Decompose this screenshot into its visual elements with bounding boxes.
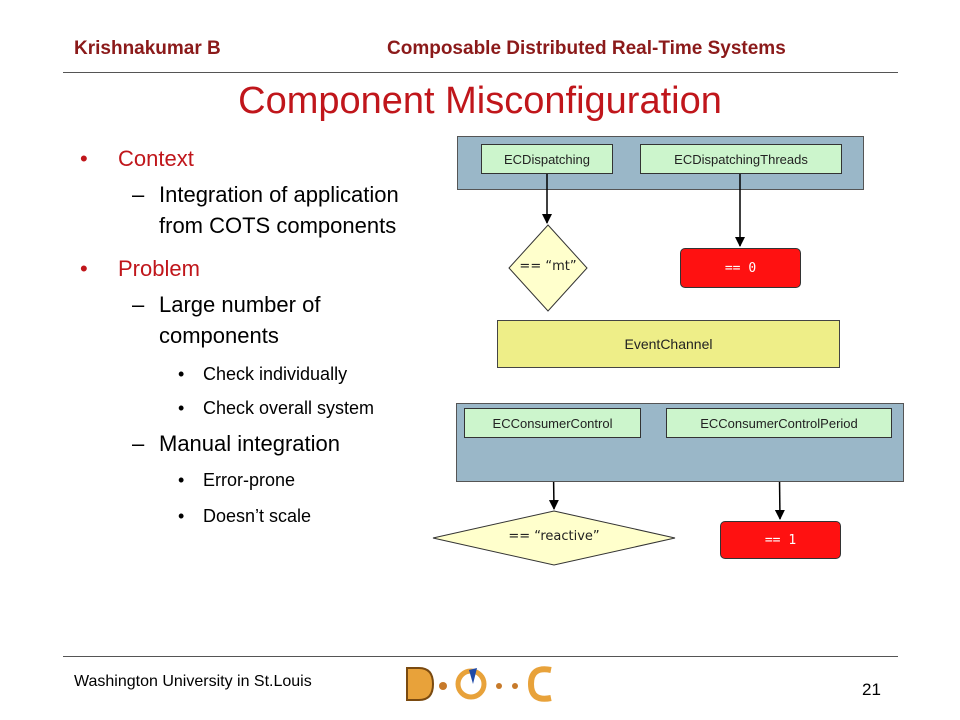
bullet-error-prone: • Error-prone xyxy=(178,470,296,491)
bullet-dot: • xyxy=(80,256,88,281)
bullet-dot: • xyxy=(178,470,185,490)
footer-institution: Washington University in St.Louis xyxy=(74,673,312,690)
context-sub-line-2: from COTS components xyxy=(159,212,397,238)
header-author: Krishnakumar B xyxy=(74,38,221,59)
slide-title: Component Misconfiguration xyxy=(238,80,722,122)
one-condition-box: == 1 xyxy=(720,521,841,559)
footer-rule xyxy=(63,656,898,657)
bullet-check-individually: • Check individually xyxy=(178,364,348,385)
bullet-manual-integration: – Manual integration xyxy=(132,429,341,460)
doesnt-scale-text: Doesn’t scale xyxy=(203,506,312,526)
zero-condition-box: == 0 xyxy=(680,248,801,288)
bullet-context-text: Context xyxy=(118,146,194,171)
page-number: 21 xyxy=(862,680,881,699)
mt-condition-label: == “mt” xyxy=(519,259,577,274)
reactive-condition-label: == “reactive” xyxy=(508,529,600,544)
manual-text: Manual integration xyxy=(159,431,341,456)
doc-logo xyxy=(406,666,552,702)
large-line-2: components xyxy=(159,322,279,348)
ecconsumercontrolperiod-box: ECConsumerControlPeriod xyxy=(666,408,892,438)
bullet-dot: • xyxy=(178,364,185,384)
ecconsumercontrol-box: ECConsumerControl xyxy=(464,408,641,438)
bullet-problem: • Problem xyxy=(80,256,200,282)
bullet-context: • Context xyxy=(80,146,194,172)
ecdispatching-box: ECDispatching xyxy=(481,144,613,174)
context-sub-line-1: Integration of application xyxy=(159,182,399,207)
eventchannel-box: EventChannel xyxy=(497,320,840,368)
large-line-1: Large number of xyxy=(159,292,321,317)
bullet-dash: – xyxy=(132,182,145,207)
header-rule xyxy=(63,72,898,73)
bullet-dot: • xyxy=(178,398,185,418)
bullet-dot: • xyxy=(178,506,185,526)
bullet-dot: • xyxy=(80,146,88,171)
bullet-problem-text: Problem xyxy=(118,256,200,281)
header-course: Composable Distributed Real-Time Systems xyxy=(387,38,786,59)
check-overall-text: Check overall system xyxy=(203,398,375,418)
reactive-diamond xyxy=(432,510,676,566)
bullet-dash: – xyxy=(132,292,145,317)
mt-diamond xyxy=(508,224,588,312)
bullet-check-overall: • Check overall system xyxy=(178,398,375,419)
bullet-doesnt-scale: • Doesn’t scale xyxy=(178,506,312,527)
bullet-dash: – xyxy=(132,431,145,456)
bullet-large-number: – Large number of components xyxy=(132,290,321,352)
check-individually-text: Check individually xyxy=(203,364,348,384)
bullet-context-sub: – Integration of application from COTS c… xyxy=(132,180,399,242)
error-prone-text: Error-prone xyxy=(203,470,296,490)
ecdispatchingthreads-box: ECDispatchingThreads xyxy=(640,144,842,174)
